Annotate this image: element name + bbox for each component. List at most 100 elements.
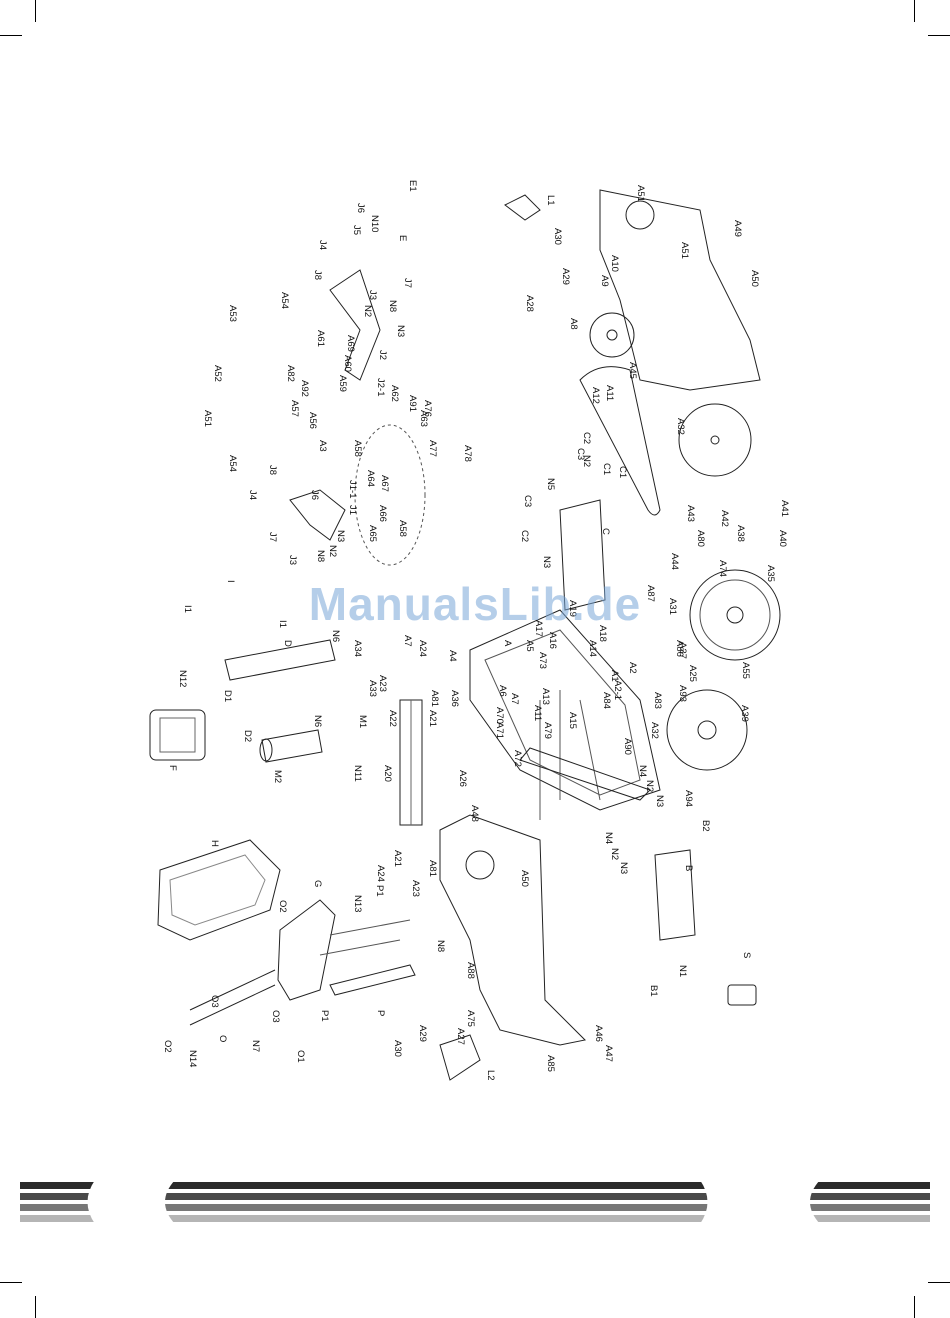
part-label: A42: [719, 510, 730, 527]
part-label: C2: [581, 432, 592, 444]
part-label: A66: [377, 505, 388, 522]
part-label: A36: [449, 690, 460, 707]
part-label: A29: [560, 268, 571, 285]
crop-mark-top-left-v: [35, 0, 36, 22]
part-label: N3: [541, 556, 552, 568]
part-label: A73: [537, 652, 548, 669]
part-label: O1: [295, 1050, 306, 1063]
left-shroud: [439, 814, 587, 1046]
part-label: A76: [422, 400, 433, 417]
part-label: C3: [575, 448, 586, 460]
part-label: N2: [581, 455, 592, 467]
tube-c: [559, 499, 606, 611]
part-label: A80: [695, 530, 706, 547]
part-label: A63: [418, 410, 429, 427]
part-label: A19: [567, 600, 578, 617]
part-label: A41: [779, 500, 790, 517]
part-label: J3: [287, 555, 298, 565]
part-label: N11: [352, 765, 363, 782]
part-label: A2: [627, 662, 638, 674]
part-label: A4: [447, 650, 458, 662]
part-label: N5: [545, 478, 556, 490]
part-label: O: [217, 1035, 228, 1042]
part-label: A11: [532, 705, 543, 721]
seat-backrest: [157, 839, 281, 941]
part-label: A64: [365, 470, 376, 487]
part-label: A69: [345, 335, 356, 352]
part-label: A6: [497, 685, 508, 697]
crop-mark-top-right-v: [914, 0, 915, 22]
part-label: J8: [267, 465, 278, 475]
part-label: A28: [524, 295, 535, 312]
part-label: A71: [494, 722, 505, 739]
part-label: A7: [402, 635, 413, 647]
part-label: N6: [312, 715, 323, 727]
part-label: D2: [242, 730, 253, 742]
part-label: A17: [533, 620, 544, 637]
part-label: B1: [648, 985, 659, 997]
part-label: A51: [202, 410, 213, 427]
part-label: A78: [462, 445, 473, 462]
part-label: D1: [222, 690, 233, 702]
part-label: B: [683, 865, 694, 871]
part-label: N3: [395, 325, 406, 337]
part-label: A83: [652, 692, 663, 709]
part-label: J7: [267, 532, 278, 542]
part-label: A91: [407, 395, 418, 412]
part-label: A25: [687, 665, 698, 682]
seat-frame: [329, 964, 416, 996]
part-label: A10: [609, 255, 620, 272]
part-label: N10: [369, 215, 380, 232]
part-label: A24: [417, 640, 428, 657]
part-label: A23: [410, 880, 421, 897]
handlebar-j1: [289, 489, 346, 541]
part-label: A72: [512, 750, 523, 767]
part-label: A: [502, 640, 513, 647]
part-label: A38: [735, 525, 746, 542]
part-label: C3: [522, 495, 533, 507]
part-label: N3: [618, 862, 629, 874]
main-frame: [469, 609, 661, 811]
part-label: A8: [568, 318, 579, 330]
part-label: A24: [375, 865, 386, 882]
part-label: A31: [667, 598, 678, 615]
adjust-knob: [727, 984, 757, 1006]
crop-mark-bottom-left-v: [35, 1296, 36, 1318]
part-label: A70: [494, 707, 505, 724]
part-label: S: [741, 952, 752, 958]
part-label: A53: [227, 305, 238, 322]
part-label: A51: [679, 242, 690, 259]
part-label: I: [225, 580, 236, 583]
part-label: G: [312, 880, 323, 887]
part-label: J8: [312, 270, 323, 280]
part-label: A50: [519, 870, 530, 887]
pulley: [666, 689, 748, 771]
part-label: A57: [289, 400, 300, 417]
part-label: A18: [597, 625, 608, 642]
part-label: A32: [649, 722, 660, 739]
flywheel: [689, 569, 781, 661]
part-label: A20: [382, 765, 393, 782]
part-label: J1: [347, 505, 358, 515]
part-label: E1: [407, 180, 418, 192]
part-label: L1: [545, 195, 556, 206]
bottle: [261, 729, 323, 763]
part-label: A88: [465, 962, 476, 979]
part-label: N2: [362, 305, 373, 317]
part-label: A45: [627, 362, 638, 379]
part-label: A81: [429, 690, 440, 707]
part-label: A39: [739, 705, 750, 722]
part-label: A40: [777, 530, 788, 547]
part-label: A59: [337, 375, 348, 392]
part-label: A29: [417, 1025, 428, 1042]
part-label: A23: [377, 675, 388, 692]
footer-stripes: [20, 1180, 930, 1224]
light-l2: [439, 1034, 481, 1081]
part-label: A77: [427, 440, 438, 457]
part-label: A30: [392, 1040, 403, 1057]
part-label: A12: [590, 387, 601, 404]
part-label: J2-1: [375, 378, 386, 396]
crop-mark-bottom-right-v: [914, 1296, 915, 1318]
part-label: N8: [435, 940, 446, 952]
part-label: A33: [367, 680, 378, 697]
